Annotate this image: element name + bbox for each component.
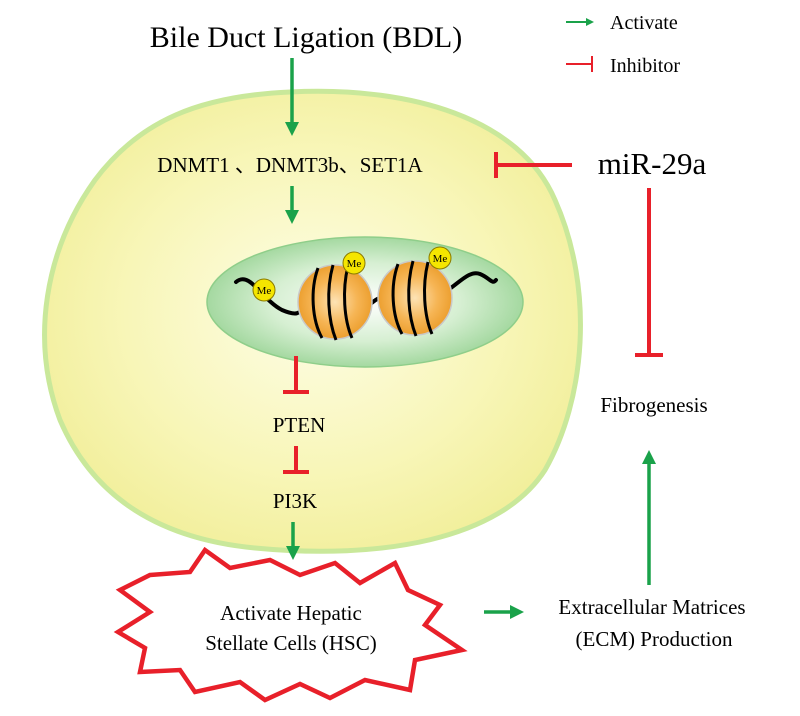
arrow-bdl-to-enzymes bbox=[285, 58, 299, 136]
methyl-mark-3: Me bbox=[428, 246, 452, 270]
hsc-starburst bbox=[113, 546, 468, 703]
inhibit-mir-to-enzymes bbox=[494, 152, 572, 178]
methyl-label-1: Me bbox=[257, 285, 272, 297]
diagram-title: Bile Duct Ligation (BDL) bbox=[150, 21, 462, 54]
hsc-label-line2: Stellate Cells (HSC) bbox=[205, 631, 377, 655]
arrow-ecm-to-fibrogenesis bbox=[642, 450, 656, 585]
mirna-label: miR-29a bbox=[598, 146, 707, 181]
arrow-pi3k-to-hsc bbox=[286, 522, 300, 560]
methyl-label-3: Me bbox=[433, 253, 448, 265]
inhibit-nucleus-to-pten bbox=[283, 356, 309, 394]
arrow-enzymes-to-nucleus bbox=[285, 186, 299, 224]
inhibit-pten-to-pi3k bbox=[283, 446, 309, 474]
fibrogenesis-label: Fibrogenesis bbox=[600, 393, 707, 417]
ecm-label-line1: Extracellular Matrices bbox=[558, 595, 745, 619]
methyl-mark-2: Me bbox=[342, 251, 366, 275]
pi3k-label: PI3K bbox=[273, 489, 317, 513]
enzymes-label: DNMT1 、DNMT3b、SET1A bbox=[157, 153, 423, 177]
legend: Activate Inhibitor bbox=[566, 12, 680, 77]
pten-label: PTEN bbox=[273, 413, 326, 437]
ecm-label-line2: (ECM) Production bbox=[576, 627, 733, 651]
methyl-label-2: Me bbox=[347, 258, 362, 270]
legend-inhibitor: Inhibitor bbox=[566, 55, 680, 77]
legend-activate-label: Activate bbox=[610, 12, 678, 34]
legend-activate: Activate bbox=[566, 12, 678, 34]
histone-nucleosome-2 bbox=[377, 260, 453, 337]
histone-nucleosome-1 bbox=[297, 264, 373, 341]
inhibit-mir-to-fibrogenesis bbox=[635, 188, 663, 357]
arrow-hsc-to-ecm bbox=[484, 605, 524, 619]
hsc-label-line1: Activate Hepatic bbox=[220, 601, 362, 625]
methyl-mark-1: Me bbox=[252, 278, 276, 302]
legend-inhibitor-label: Inhibitor bbox=[610, 55, 680, 77]
